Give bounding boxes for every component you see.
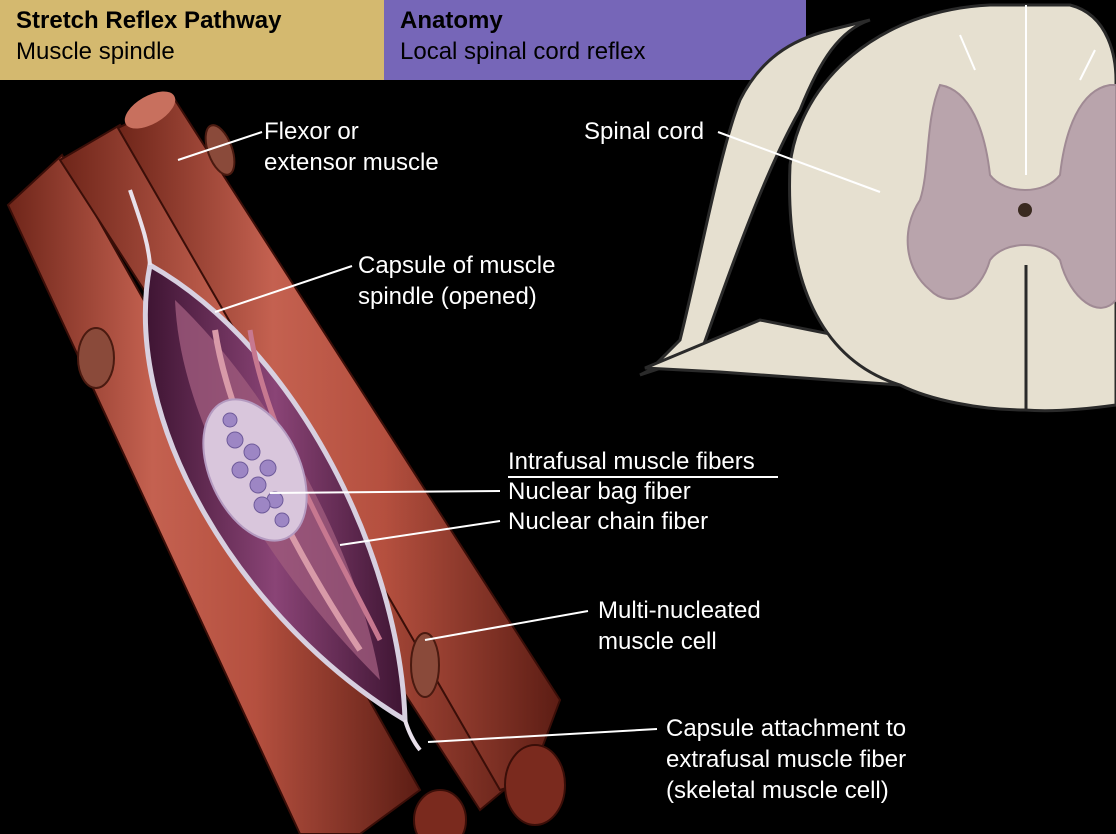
label-nuclear-chain-fiber: Nuclear chain fiber <box>508 508 709 535</box>
label-nuclear-bag-fiber: Nuclear bag fiber <box>508 478 691 505</box>
spindle-nuclei <box>222 412 290 528</box>
section-title: Anatomy <box>400 7 503 34</box>
muscle-cell-nuclei <box>77 124 440 698</box>
diagram-subtitle: Muscle spindle <box>16 38 175 65</box>
label-intrafusal-heading: Intrafusal muscle fibers <box>508 448 755 475</box>
leader-lines <box>177 131 881 743</box>
label-spinal-cord: Spinal cord <box>584 118 705 145</box>
section-subtitle: Local spinal cord reflex <box>400 38 646 65</box>
label-capsule-attachment: Capsule attachment to extrafusal muscle … <box>666 715 907 804</box>
label-multi-nucleated-cell: Multi-nucleated muscle cell <box>598 597 761 655</box>
label-capsule-opened: Capsule of muscle spindle (opened) <box>358 252 556 310</box>
header-box-left: Stretch Reflex Pathway Muscle spindle <box>0 0 384 80</box>
header-box-right: Anatomy Local spinal cord reflex <box>384 0 806 80</box>
label-flexor-extensor-muscle: Flexor or extensor muscle <box>264 118 439 176</box>
diagram-title: Stretch Reflex Pathway <box>16 7 282 34</box>
spinal-cord-section <box>639 3 1116 413</box>
